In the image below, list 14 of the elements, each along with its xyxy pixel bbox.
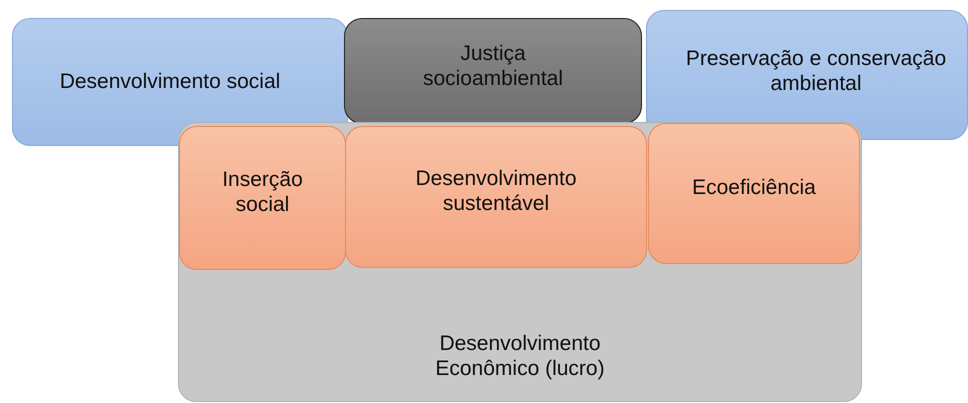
category-box	[345, 126, 647, 268]
category-box	[12, 18, 348, 146]
box-label: Desenvolvimento social	[60, 69, 280, 95]
base-panel	[178, 122, 862, 402]
category-box	[179, 126, 346, 270]
category-box	[648, 123, 860, 264]
box-label: Inserção social	[221, 166, 304, 218]
category-box	[646, 10, 968, 140]
category-box	[344, 18, 642, 124]
box-label: Preservação e conservação ambiental	[684, 46, 948, 96]
box-label: Ecoeficiência	[692, 174, 816, 200]
box-label: Desenvolvimento sustentável	[414, 166, 578, 216]
box-label: Desenvolvimento Econômico (lucro)	[434, 330, 606, 381]
box-label: Justiça socioambiental	[422, 41, 564, 92]
